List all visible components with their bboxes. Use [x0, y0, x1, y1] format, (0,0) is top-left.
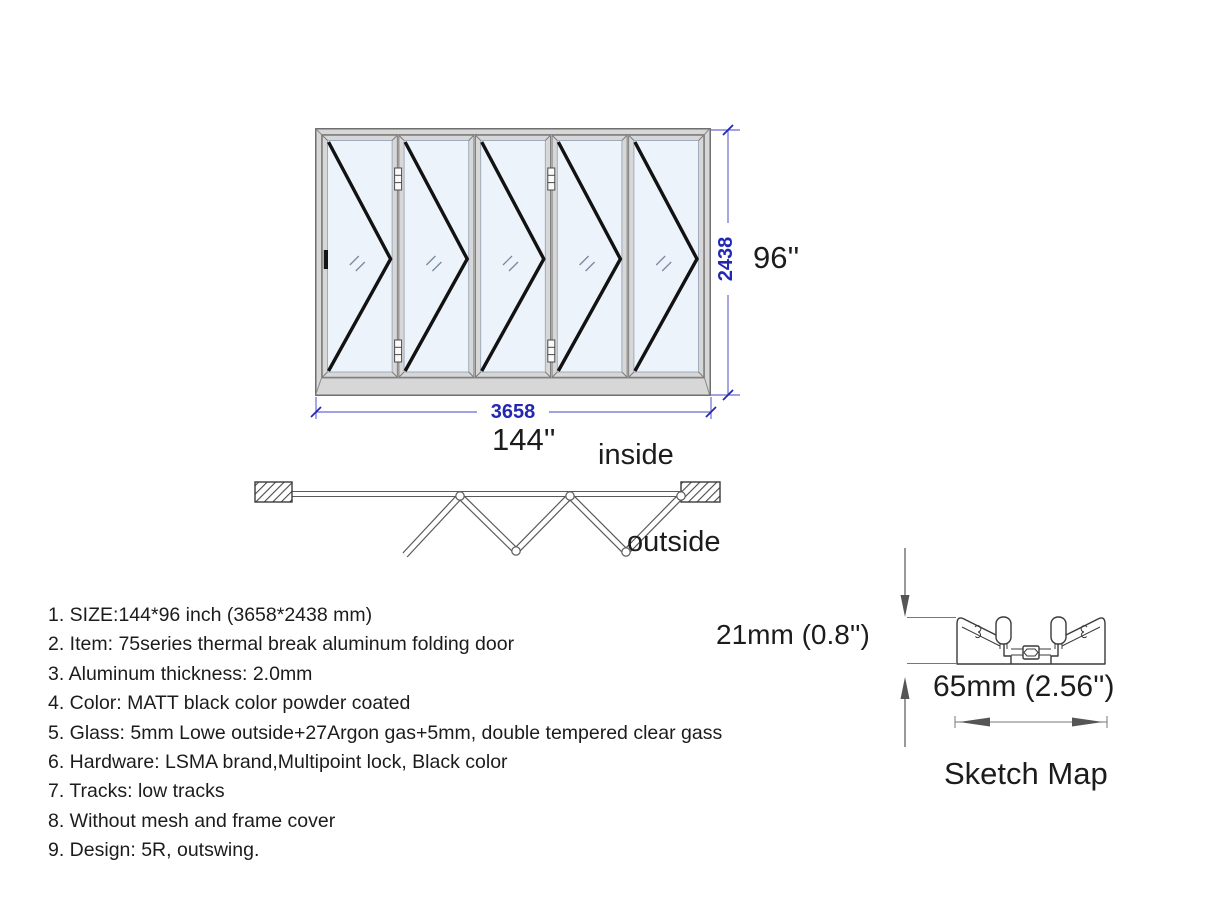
hinge-icon	[547, 167, 556, 191]
spec-item: 5. Glass: 5mm Lowe outside+27Argon gas+5…	[48, 721, 723, 744]
width-mm-value: 3658	[477, 401, 549, 423]
hinge-icon	[547, 339, 556, 363]
spec-item: 8. Without mesh and frame cover	[48, 809, 336, 832]
door-handle-icon	[323, 250, 328, 269]
hinge-pivots	[455, 491, 686, 557]
spec-item: 3. Aluminum thickness: 2.0mm	[48, 662, 313, 685]
folded-panels-fill	[403, 494, 683, 557]
spec-item: 9. Design: 5R, outswing.	[48, 839, 260, 862]
door-plan-view-drawing	[254, 481, 721, 558]
door-front-view-drawing	[315, 128, 711, 396]
specification-list: 1. SIZE:144*96 inch (3658*2438 mm) 2. Ite…	[48, 601, 722, 866]
hinge-icon	[394, 167, 403, 191]
track-profile-details	[961, 625, 1101, 657]
track-height-dimension: 21mm (0.8'')	[716, 619, 870, 650]
spec-item: 1. SIZE:144*96 inch (3658*2438 mm)	[48, 604, 373, 626]
track-cross-section-drawing	[900, 548, 1108, 747]
track-width-dimension: 65mm (2.56'')	[933, 670, 1115, 703]
track-profile	[956, 616, 1106, 665]
width-inch-label: 144''	[492, 422, 556, 457]
wall-hatch-right	[680, 481, 721, 503]
inside-label: inside	[598, 439, 674, 471]
spec-item: 4. Color: MATT black color powder coated	[48, 692, 411, 715]
spec-item: 6. Hardware: LSMA brand,Multipoint lock,…	[48, 751, 508, 774]
height-mm-value: 2438	[715, 223, 737, 295]
wall-hatch-left	[254, 481, 293, 503]
hinge-icon	[394, 339, 403, 363]
height-inch-label: 96''	[753, 240, 800, 275]
sketch-map-title: Sketch Map	[944, 756, 1108, 791]
spec-item: 7. Tracks: low tracks	[48, 780, 225, 803]
outside-label: outside	[627, 526, 721, 558]
spec-item: 2. Item: 75series thermal break aluminum…	[48, 633, 515, 656]
